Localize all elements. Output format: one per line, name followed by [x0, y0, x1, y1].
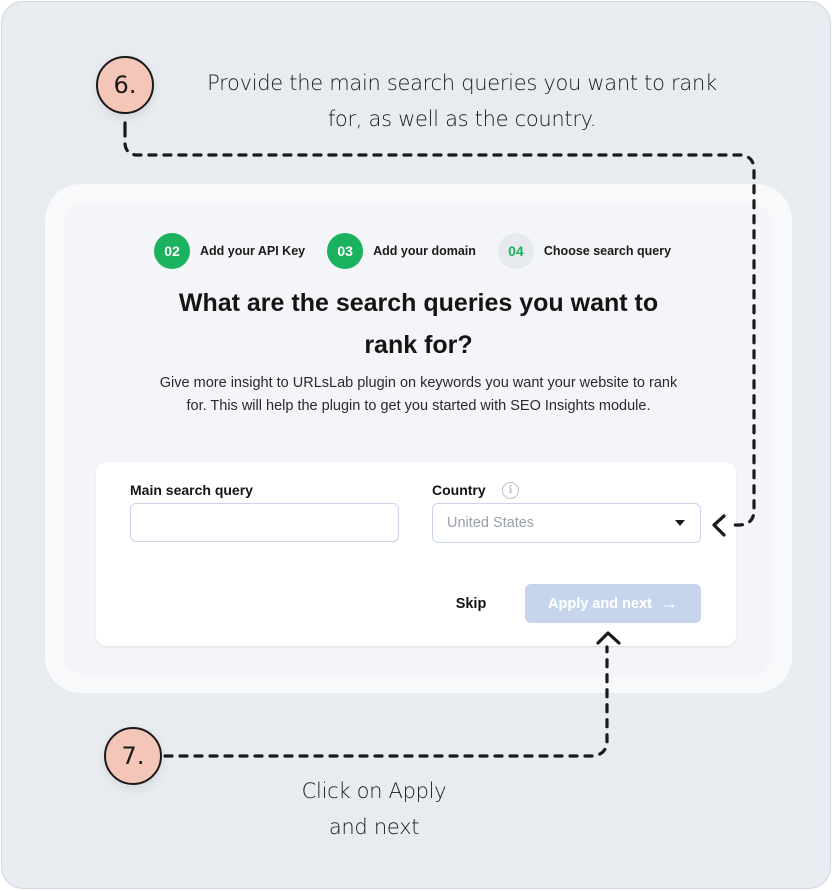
country-label: Country: [432, 482, 486, 498]
arrow-right-icon: →: [659, 593, 678, 613]
wizard-steps: 02 Add your API Key 03 Add your domain 0…: [154, 233, 693, 269]
country-select[interactable]: United States: [432, 503, 701, 543]
step-label: Add your API Key: [200, 244, 306, 258]
step-number: 02: [154, 233, 190, 269]
step-domain[interactable]: 03 Add your domain: [327, 233, 476, 269]
step-api-key[interactable]: 02 Add your API Key: [154, 233, 305, 269]
country-selected-value: United States: [447, 515, 535, 531]
main-query-input[interactable]: [130, 503, 399, 542]
callout-text-line: for, as well as the country.: [327, 107, 597, 131]
page-description: Give more insight to URLsLab plugin on k…: [112, 372, 725, 418]
description-line: for. This will help the plugin to get yo…: [186, 398, 651, 414]
callout-7-badge: 7.: [104, 727, 162, 785]
info-icon[interactable]: i: [502, 482, 519, 499]
step-number: 03: [327, 233, 364, 269]
caret-down-icon: [675, 520, 685, 526]
apply-and-next-button[interactable]: Apply and next →: [525, 584, 701, 623]
skip-button[interactable]: Skip: [449, 590, 493, 618]
callout-text-line: Click on Apply: [301, 779, 447, 803]
description-line: Give more insight to URLsLab plugin on k…: [159, 375, 678, 391]
callout-text-line: and next: [328, 815, 420, 839]
main-query-label: Main search query: [130, 482, 253, 498]
page-title: What are the search queries you want to …: [122, 282, 715, 366]
step-label: Add your domain: [373, 244, 476, 258]
callout-text-line: Provide the main search queries you want…: [207, 71, 717, 95]
title-line: What are the search queries you want to: [178, 289, 659, 317]
callout-6-text: Provide the main search queries you want…: [172, 65, 752, 137]
step-label: Choose search query: [543, 244, 672, 258]
callout-7-text: Click on Apply and next: [264, 773, 484, 845]
callout-6-badge: 6.: [96, 56, 154, 114]
step-number: 04: [497, 233, 534, 269]
title-line: rank for?: [364, 331, 473, 359]
step-search-query[interactable]: 04 Choose search query: [497, 233, 672, 269]
apply-label: Apply and next: [548, 595, 652, 612]
